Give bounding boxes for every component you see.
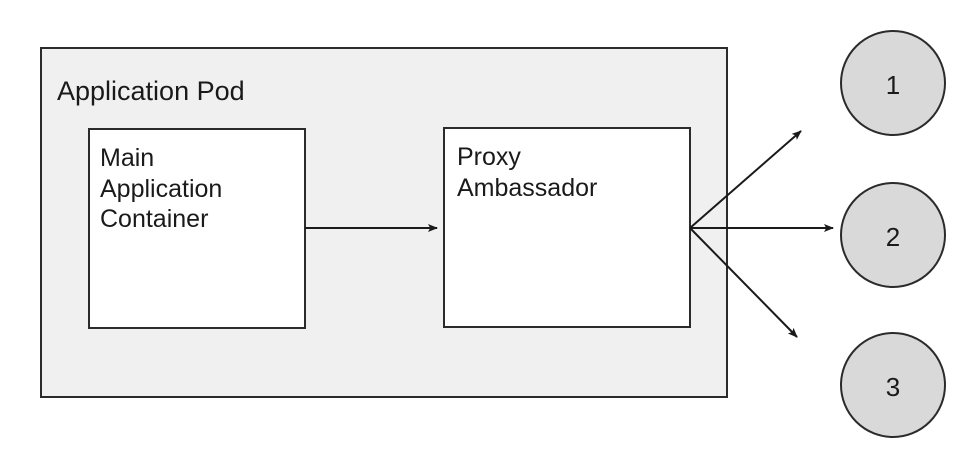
main-application-container-rect [88, 128, 306, 329]
endpoint-circle-2 [840, 182, 946, 288]
endpoint-circle-1 [840, 30, 946, 136]
connector-proxy-to-endpoint-3 [689, 227, 798, 338]
proxy-ambassador-rect [443, 127, 691, 328]
endpoint-circle-3 [840, 332, 946, 438]
connector-proxy-to-endpoint-1 [689, 130, 802, 229]
